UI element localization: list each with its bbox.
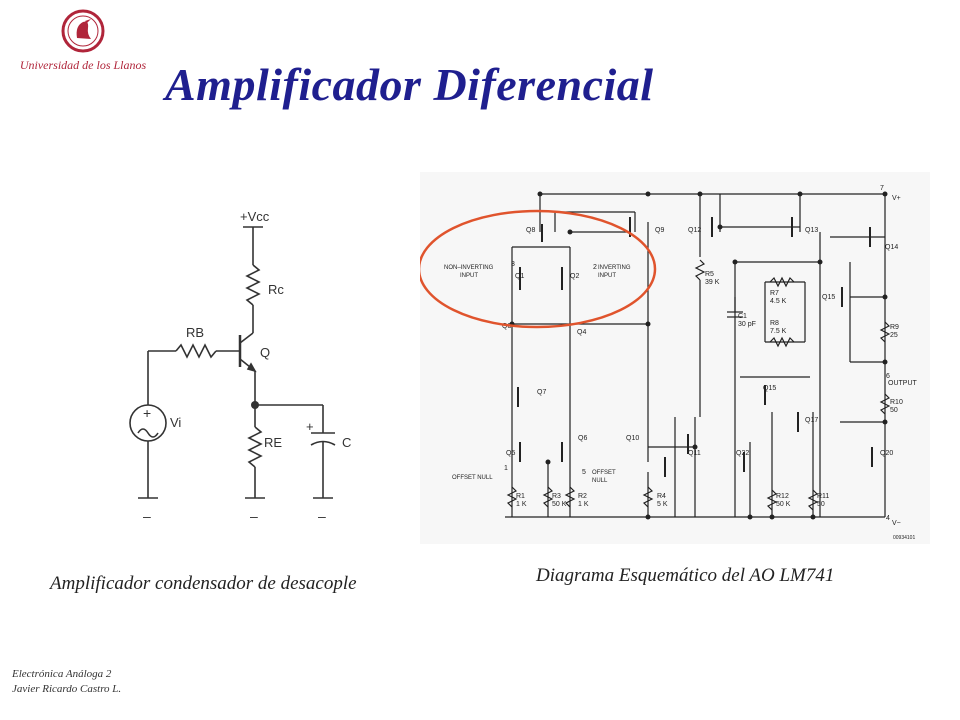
offset-null-5-line1: OFFSET xyxy=(592,470,616,476)
noninv-input-line2: INPUT xyxy=(460,273,478,279)
noninv-input-line1: NON–INVERTING xyxy=(444,265,494,271)
q13-label: Q13 xyxy=(805,227,818,234)
vi-label: Vi xyxy=(170,415,181,430)
r7-value: 4.5 K xyxy=(770,298,787,305)
vi-plus-label: + xyxy=(143,405,151,421)
ground-left: – xyxy=(143,508,151,524)
ground-middle: – xyxy=(250,508,258,524)
right-figure-caption: Diagrama Esquemático del AO LM741 xyxy=(536,565,835,586)
r3-value: 50 K xyxy=(552,501,567,508)
university-name: Universidad de los Llanos xyxy=(19,58,147,72)
q9-label: Q9 xyxy=(655,227,664,234)
r8-value: 7.5 K xyxy=(770,328,787,335)
q-label: Q xyxy=(260,345,270,360)
r5-name: R5 xyxy=(705,271,714,278)
author-name: Javier Ricardo Castro L. xyxy=(12,683,122,695)
left-figure-caption: Amplificador condensador de desacople xyxy=(50,573,357,594)
pin-2: 2 xyxy=(593,264,597,271)
q3-label: Q3 xyxy=(502,323,511,330)
figure-code: 00934101 xyxy=(893,535,915,541)
pin-6: 6 xyxy=(886,373,890,380)
inv-input-line2: INPUT xyxy=(598,273,616,279)
offset-null-5-line2: NULL xyxy=(592,478,608,484)
r4-value: 5 K xyxy=(657,501,668,508)
q10-label: Q10 xyxy=(626,435,639,442)
r11-value: 50 xyxy=(817,501,825,508)
pin-4: 4 xyxy=(886,515,890,522)
output-pin-label: OUTPUT xyxy=(888,380,918,387)
r2-value: 1 K xyxy=(578,501,589,508)
r10-value: 50 xyxy=(890,407,898,414)
q5-label: Q5 xyxy=(506,450,515,457)
university-seal-icon xyxy=(61,9,105,53)
c1-name: C1 xyxy=(738,313,747,320)
ground-right: – xyxy=(318,508,326,524)
inv-input-line1: INVERTING xyxy=(598,265,631,271)
r9-name: R9 xyxy=(890,324,899,331)
pin-1: 1 xyxy=(504,465,508,472)
r11-name: R11 xyxy=(817,493,829,500)
pin-7: 7 xyxy=(880,185,884,192)
r7-name: R7 xyxy=(770,290,779,297)
r9-value: 25 xyxy=(890,332,898,339)
re-label: RE xyxy=(264,435,282,450)
q8-label: Q8 xyxy=(526,227,535,234)
v-plus-label: V+ xyxy=(892,195,901,202)
input-stage-highlight xyxy=(420,209,657,329)
q11-label: Q11 xyxy=(688,450,701,457)
q7-label: Q7 xyxy=(537,389,546,396)
r2-name: R2 xyxy=(578,493,587,500)
pin-3: 3 xyxy=(511,261,515,268)
q12-label: Q12 xyxy=(688,227,701,234)
q17-label: Q17 xyxy=(805,417,818,424)
footer: Electrónica Análoga 2 Javier Ricardo Cas… xyxy=(12,667,121,697)
pin-5: 5 xyxy=(582,469,586,476)
q1-label: Q1 xyxy=(515,273,524,280)
q6-label: Q6 xyxy=(578,435,587,442)
r12-name: R12 xyxy=(776,493,789,500)
lm741-schematic: Q1 Q2 Q3 Q4 Q5 Q6 Q7 Q8 Q9 Q10 Q11 Q12 Q… xyxy=(420,172,930,544)
r1-name: R1 xyxy=(516,493,525,500)
slide-title: Amplificador Diferencial xyxy=(165,59,654,110)
q15-upper-label: Q15 xyxy=(822,294,835,301)
c-label: C xyxy=(342,435,351,450)
q4-label: Q4 xyxy=(577,329,586,336)
q22-label: Q22 xyxy=(736,450,749,457)
common-emitter-schematic: +Vcc Rc RB Q + Vi RE + C – – – xyxy=(129,209,351,524)
rb-label: RB xyxy=(186,325,204,340)
rc-label: Rc xyxy=(268,282,284,297)
cap-plus-label: + xyxy=(306,419,314,434)
c1-value: 30 pF xyxy=(738,321,756,328)
r10-name: R10 xyxy=(890,399,903,406)
q14-label: Q14 xyxy=(885,244,898,251)
r1-value: 1 K xyxy=(516,501,527,508)
r8-name: R8 xyxy=(770,320,779,327)
offset-null-1: OFFSET NULL xyxy=(452,475,493,481)
r3-name: R3 xyxy=(552,493,561,500)
university-logo: Universidad de los Llanos xyxy=(8,8,158,72)
r12-value: 50 K xyxy=(776,501,791,508)
r4-name: R4 xyxy=(657,493,666,500)
q15-lower-label: Q15 xyxy=(763,385,776,392)
v-minus-label: V− xyxy=(892,520,901,527)
course-name: Electrónica Análoga 2 xyxy=(12,668,112,680)
r5-value: 39 K xyxy=(705,279,720,286)
q20-label: Q20 xyxy=(880,450,893,457)
vcc-label: +Vcc xyxy=(240,209,270,224)
q2-label: Q2 xyxy=(570,273,579,280)
